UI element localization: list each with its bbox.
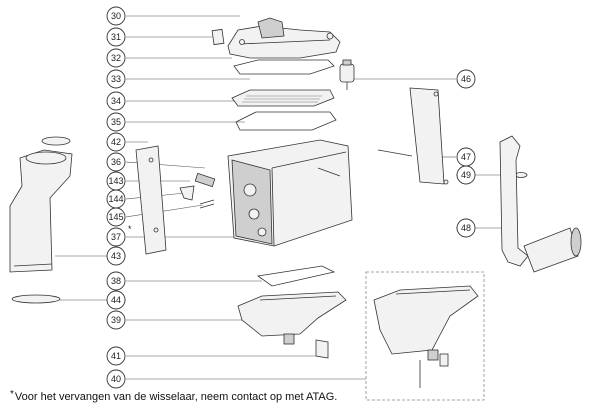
svg-text:35: 35 [111, 117, 121, 127]
part-42-ring [41, 136, 71, 146]
svg-text:144: 144 [108, 194, 123, 204]
callout-144: 144 [106, 189, 126, 209]
part-30-fan-housing [227, 17, 341, 59]
part-143-144-145-electrodes [179, 172, 216, 209]
svg-text:49: 49 [461, 170, 471, 180]
part-32-gasket [233, 59, 335, 75]
callout-32: 32 [106, 48, 126, 68]
callout-34: 34 [106, 91, 126, 111]
callout-37: 37 [106, 227, 126, 247]
svg-text:30: 30 [111, 11, 121, 21]
callout-42: 42 [106, 132, 126, 152]
callout-31: 31 [106, 27, 126, 47]
callout-143: 143 [106, 171, 126, 191]
part-35-seal [235, 111, 337, 131]
svg-text:31: 31 [111, 32, 121, 42]
part-41-clip [315, 339, 329, 359]
part-40-detail-box [365, 271, 485, 401]
callout-39: 39 [106, 310, 126, 330]
part-44-gasket [11, 294, 61, 304]
svg-text:33: 33 [111, 74, 121, 84]
svg-text:38: 38 [111, 276, 121, 286]
svg-text:48: 48 [461, 223, 471, 233]
part-31-sensor [211, 28, 225, 46]
part-34-burner-plate [231, 89, 335, 107]
svg-text:32: 32 [111, 53, 121, 63]
svg-text:145: 145 [108, 212, 123, 222]
part-39-condensate-tray [237, 291, 347, 345]
part-49-o-ring [514, 172, 528, 178]
footnote: *Voor het vervangen van de wisselaar, ne… [10, 389, 338, 403]
part-36-side-panel [135, 145, 167, 255]
svg-text:47: 47 [461, 152, 471, 162]
callout-49: 49 [456, 165, 476, 185]
svg-text:44: 44 [111, 295, 121, 305]
part-38-gasket [256, 265, 336, 287]
part-37-heat-exchanger [227, 139, 353, 247]
callout-46: 46 [456, 69, 476, 89]
callout-30: 30 [106, 6, 126, 26]
callout-47: 47 [456, 147, 476, 167]
footnote-marker: * [10, 389, 14, 400]
callout-44: 44 [106, 290, 126, 310]
svg-text:43: 43 [111, 251, 121, 261]
callout-41: 41 [106, 346, 126, 366]
callout-145: 145 [106, 207, 126, 227]
callout-40: 40 [106, 369, 126, 389]
part-48-flue-pipe [499, 135, 582, 273]
svg-text:37: 37 [111, 232, 121, 242]
svg-text:40: 40 [111, 374, 121, 384]
svg-text:143: 143 [108, 176, 123, 186]
footnote-text: Voor het vervangen van de wisselaar, nee… [14, 391, 338, 403]
callout-43: 43 [106, 246, 126, 266]
svg-text:36: 36 [111, 157, 121, 167]
asterisk-marker: * [128, 224, 132, 234]
callout-48: 48 [456, 218, 476, 238]
callout-36: 36 [106, 152, 126, 172]
svg-text:41: 41 [111, 351, 121, 361]
part-47-bracket [377, 87, 449, 185]
callout-33: 33 [106, 69, 126, 89]
svg-text:39: 39 [111, 315, 121, 325]
part-43-air-duct [9, 149, 73, 273]
callout-38: 38 [106, 271, 126, 291]
svg-text:46: 46 [461, 74, 471, 84]
part-46-fitting [339, 59, 355, 90]
svg-text:42: 42 [111, 137, 121, 147]
callout-35: 35 [106, 112, 126, 132]
svg-text:34: 34 [111, 96, 121, 106]
